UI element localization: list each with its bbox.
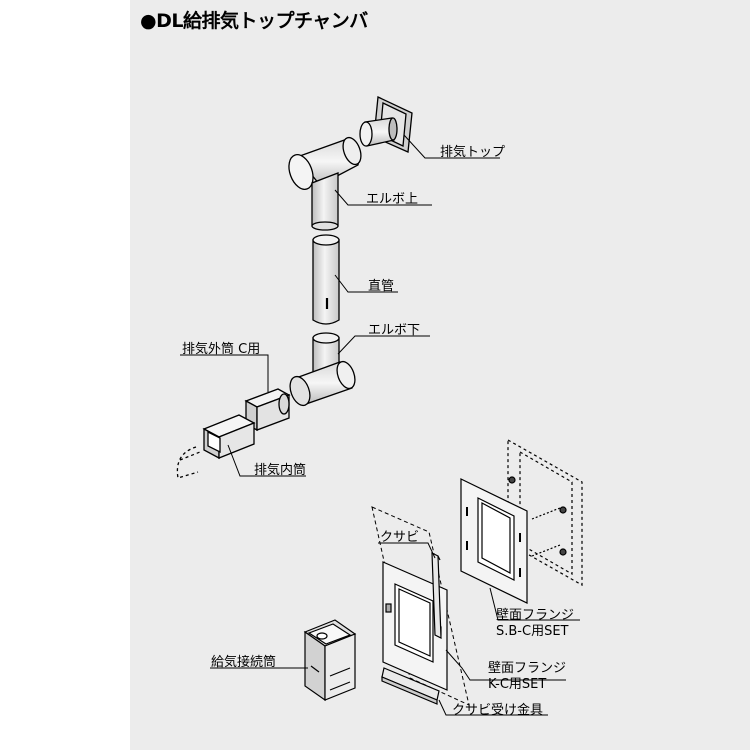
elbow-upper-part <box>288 136 362 231</box>
wedge-receiver-part <box>381 667 440 705</box>
label-exhaust-outer-c: 排気外筒 C用 <box>182 342 261 357</box>
label-wall-flange-sbc-line1: 壁面フランジ <box>496 608 575 623</box>
label-wedge-receiver: クサビ受け金具 <box>452 703 544 718</box>
label-straight-pipe: 直管 <box>368 279 395 294</box>
label-wall-flange-kc-line2: K-C用SET <box>488 677 547 692</box>
straight-pipe-part <box>312 234 340 325</box>
elbow-lower-part <box>289 332 356 407</box>
page-title: ●DL給排気トップチャンバ <box>140 10 368 32</box>
leader-lines <box>180 134 580 716</box>
kc-set-group-outline <box>371 506 470 706</box>
exhaust-top-part <box>359 96 413 153</box>
exhaust-outer-c-part <box>244 388 291 432</box>
label-wedge: クサビ <box>380 530 420 545</box>
label-elbow-upper: エルボ上 <box>366 192 419 207</box>
label-wall-flange-kc-line1: 壁面フランジ <box>488 661 567 676</box>
label-elbow-lower: エルボ下 <box>368 323 421 338</box>
label-intake-connector: 給気接続筒 <box>211 655 277 670</box>
exhaust-inner-part <box>176 414 256 479</box>
label-exhaust-top: 排気トップ <box>440 145 506 160</box>
label-wall-flange-sbc-line2: S.B-C用SET <box>496 624 569 639</box>
wedge-part <box>431 552 442 639</box>
wall-flange-sbc-part <box>460 438 583 604</box>
intake-connector-part <box>303 619 357 702</box>
label-exhaust-inner: 排気内筒 <box>254 463 307 478</box>
